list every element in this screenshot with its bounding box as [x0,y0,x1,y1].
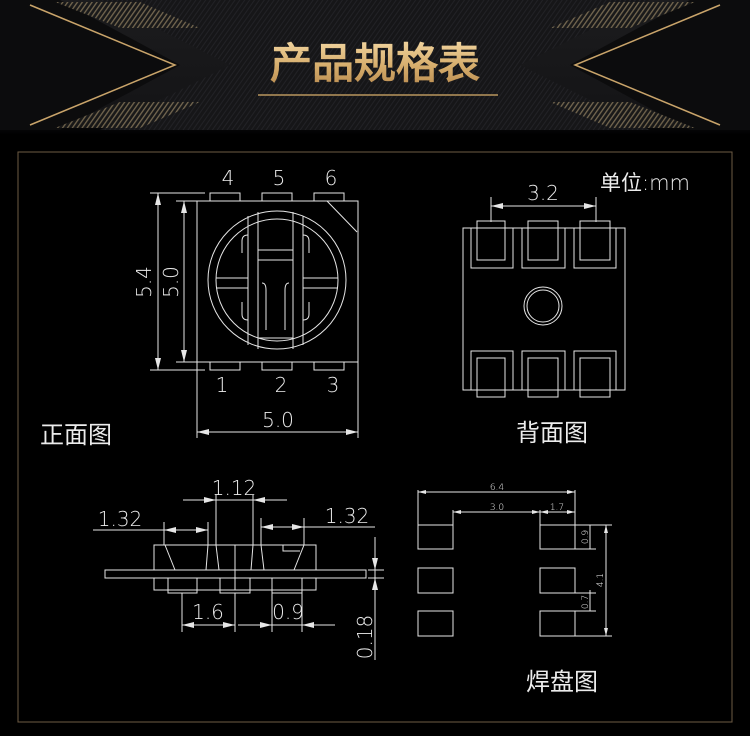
solder-pad-view: 6.4 3.0 1.7 0.9 4.1 0.7 焊盘图 [417,483,612,696]
dim-thickness: 0.18 [353,615,377,660]
dim-spacing: 0.7 [581,595,591,609]
solder-pad-label: 焊盘图 [526,668,598,696]
dim-total-width: 6.4 [490,483,504,493]
dim-body-height: 5.0 [159,266,183,298]
front-view: 4 5 6 1 2 3 5.4 5.0 5.0 正面图 [40,166,359,449]
dim-pad-span: 3.2 [527,181,559,205]
pin-label-2: 2 [275,373,288,397]
pin-label-5: 5 [273,166,286,190]
pin-label-4: 4 [222,166,235,190]
dim-pitch: 1.6 [192,600,224,624]
pin-label-1: 1 [216,373,229,397]
dim-right: 1.32 [325,504,370,528]
unit-label: 单位:mm [600,171,690,195]
dim-center: 1.12 [212,476,257,500]
page-title: 产品规格表 [270,39,480,88]
back-view: 3.2 背面图 [462,181,626,447]
dim-pad: 0.9 [272,600,304,624]
front-view-label: 正面图 [40,421,112,449]
content-frame [17,151,733,723]
dim-total-height: 5.4 [132,266,156,298]
pin-label-3: 3 [327,373,340,397]
header-banner: 产品规格表 [0,0,750,135]
dim-pad-width: 1.7 [550,503,564,513]
back-view-label: 背面图 [516,419,588,447]
dim-gap: 3.0 [490,503,504,513]
dim-left: 1.32 [98,507,143,531]
dim-body-width: 5.0 [262,408,294,432]
dim-pad-height: 0.9 [581,530,591,544]
dim-total-height-pad: 4.1 [596,573,606,587]
pin-label-6: 6 [325,166,338,190]
side-view: 1.12 1.32 1.32 0.18 1.6 0.9 [93,476,384,660]
